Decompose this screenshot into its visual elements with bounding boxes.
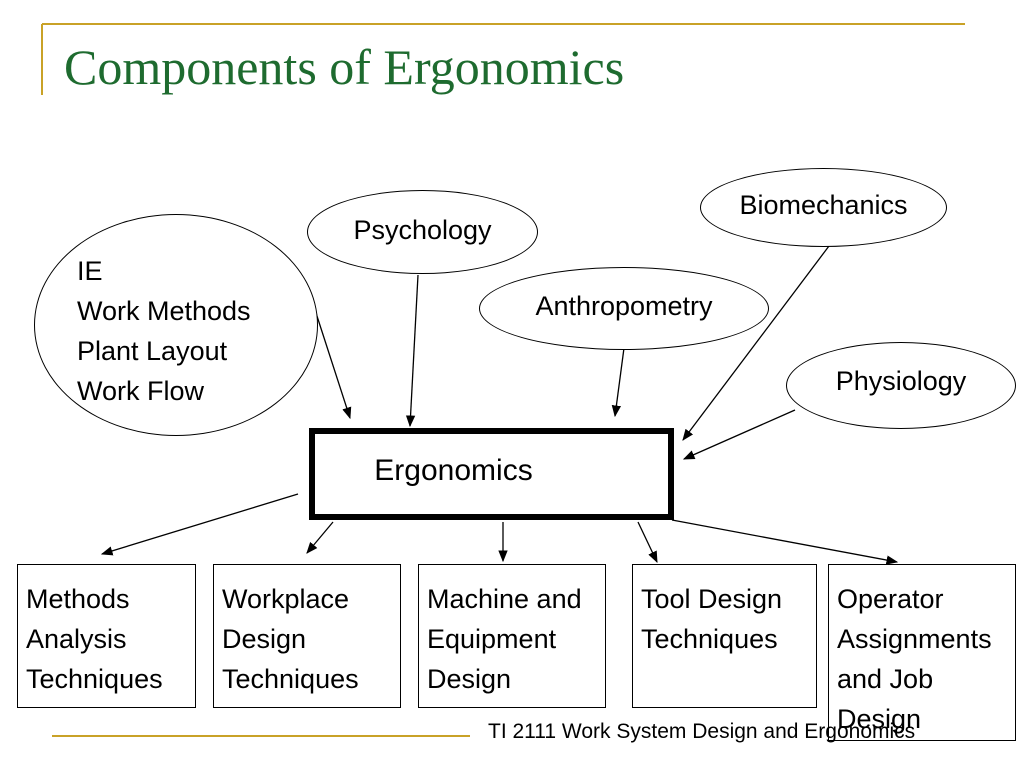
arrow-ie-to-ergonomics (315, 312, 352, 420)
arrow-physiology-to-ergonomics (682, 409, 796, 460)
ie-topic: Plant Layout (77, 336, 228, 366)
arrow-anthropometry-to-ergonomics (611, 347, 625, 418)
output-line: Design (222, 624, 307, 654)
output-line: Analysis (26, 624, 127, 654)
output-line: Assignments (837, 624, 992, 654)
output-line: Workplace (222, 584, 350, 614)
arrow-to-workplace-design (306, 521, 334, 554)
ie-topic: Work Flow (77, 376, 205, 406)
arrow-to-operator-assignments (671, 519, 899, 565)
output-box-workplace-design: Workplace Design Techniques (213, 564, 401, 708)
ergonomics-center-box: Ergonomics (309, 428, 674, 520)
output-line: Equipment (427, 624, 557, 654)
physiology-label: Physiology (835, 366, 967, 396)
arrow-to-methods-analysis (100, 493, 299, 556)
output-line: Operator (837, 584, 944, 614)
slide-footer: TI 2111 Work System Design and Ergonomic… (488, 720, 916, 743)
ie-topic: Work Methods (77, 296, 251, 326)
ie-topic: IE (77, 256, 103, 286)
anthropometry-label: Anthropometry (535, 291, 713, 321)
ergonomics-label: Ergonomics (374, 454, 533, 487)
biomechanics-label: Biomechanics (739, 190, 908, 220)
output-line: Design (427, 664, 512, 694)
output-box-tool-design: Tool Design Techniques (632, 564, 817, 708)
output-line: Techniques (222, 664, 359, 694)
psychology-label: Psychology (353, 214, 492, 245)
ellipse-psychology: Psychology (307, 190, 538, 274)
arrow-to-tool-design (637, 521, 658, 564)
slide-title: Components of Ergonomics (64, 39, 625, 95)
output-line: Methods (26, 584, 130, 614)
arrow-psychology-to-ergonomics (405, 274, 419, 428)
output-line: Machine and (427, 584, 582, 614)
ellipse-ie: IE Work Methods Plant Layout Work Flow (34, 214, 318, 436)
ellipse-anthropometry: Anthropometry (479, 267, 769, 350)
output-box-machine-equipment: Machine and Equipment Design (418, 564, 606, 708)
output-line: Techniques (641, 624, 778, 654)
output-line: Design (837, 704, 922, 734)
output-line: Tool Design (641, 584, 783, 614)
output-box-methods-analysis: Methods Analysis Techniques (17, 564, 196, 708)
output-box-operator-assignments: Operator Assignments and Job Design (828, 564, 1016, 741)
output-line: Techniques (26, 664, 163, 694)
ie-topic-list: IE Work Methods Plant Layout Work Flow (77, 251, 251, 411)
arrow-biomechanics-to-ergonomics (682, 245, 830, 441)
ellipse-biomechanics: Biomechanics (700, 168, 947, 247)
output-line: and Job (837, 664, 934, 694)
ellipse-physiology: Physiology (786, 342, 1016, 429)
